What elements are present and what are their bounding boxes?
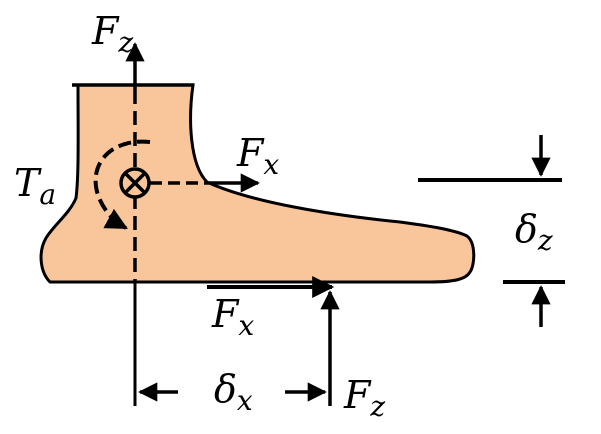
fz-ground-label: Fz xyxy=(343,373,385,423)
fx-ground-label: Fx xyxy=(211,292,254,342)
delta-z-label: δz xyxy=(515,207,553,257)
torque-icon xyxy=(93,139,151,230)
foot-shape xyxy=(39,83,476,284)
ta-label: Ta xyxy=(14,161,56,211)
fx-ankle-label: Fx xyxy=(236,131,279,181)
circled-times-icon xyxy=(119,167,151,199)
fz-top-label: Fz xyxy=(91,9,133,59)
delta-x-label: δx xyxy=(214,367,253,417)
